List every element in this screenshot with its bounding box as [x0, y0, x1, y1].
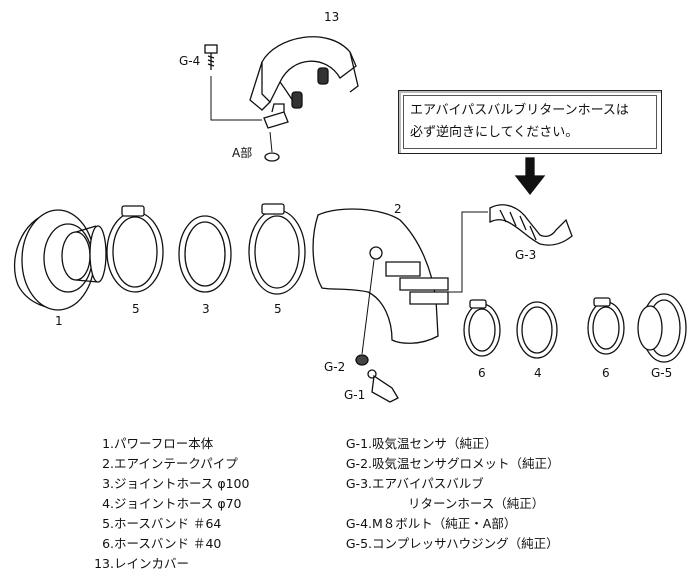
legend-item: G-2.吸気温センサグロメット（純正）: [345, 456, 560, 471]
label-a-part: A部: [232, 146, 253, 160]
reverse-direction-note: エアバイパスバルブリターンホースは 必ず逆向きにしてください。: [398, 90, 662, 154]
label-g5: G-5: [651, 366, 673, 380]
note-line-2: 必ず逆向きにしてください。: [410, 125, 579, 140]
note-line-1: エアバイパスバルブリターンホースは: [410, 103, 629, 118]
legend-right: G-1.吸気温センサ（純正） G-2.吸気温センサグロメット（純正） G-3.エ…: [338, 434, 560, 554]
rain-cover-part-13: [249, 36, 359, 129]
hose-band-part-6a: [463, 299, 501, 357]
label-5a: 5: [132, 302, 140, 316]
legend-item: G-3.エアバイパスバルブ: [345, 476, 484, 491]
bolt-g4: [204, 44, 262, 121]
parts-diagram: [14, 36, 687, 403]
label-4: 4: [534, 366, 542, 380]
joint-hose-part-3: [178, 215, 232, 293]
legend-item: 1.パワーフロー本体: [102, 436, 214, 451]
hose-band-part-5b: [248, 203, 306, 295]
legend-item: 4.ジョイントホース φ70: [102, 496, 242, 511]
legend-item: 2.エアインテークパイプ: [102, 456, 238, 471]
direction-arrow: [514, 157, 546, 196]
note-inner-frame: エアバイパスバルブリターンホースは 必ず逆向きにしてください。: [403, 95, 657, 149]
label-2: 2: [394, 202, 402, 216]
label-5b: 5: [274, 302, 282, 316]
legend-item: 6.ホースバンド ＃40: [102, 536, 222, 551]
legend-item: 3.ジョイントホース φ100: [102, 476, 250, 491]
legend-left: 1.パワーフロー本体 2.エアインテークパイプ 3.ジョイントホース φ100 …: [92, 434, 249, 574]
label-3: 3: [202, 302, 210, 316]
intake-temp-sensor-g1: [367, 369, 399, 403]
hose-band-part-6b: [587, 297, 625, 355]
legend-item: G-4.M８ボルト（純正・A部）: [345, 516, 517, 531]
hose-band-part-5a: [106, 205, 164, 293]
label-g3: G-3: [515, 248, 537, 262]
legend-item: G-1.吸気温センサ（純正）: [345, 436, 498, 451]
label-1: 1: [55, 314, 63, 328]
legend-item: 13.レインカバー: [94, 556, 190, 571]
legend-item: リターンホース（純正）: [408, 496, 545, 511]
label-6b: 6: [602, 366, 610, 380]
compressor-housing-g5: [637, 293, 687, 363]
legend-item: 5.ホースバンド ＃64: [102, 516, 222, 531]
label-6a: 6: [478, 366, 486, 380]
label-g1: G-1: [344, 388, 366, 402]
bypass-return-hose-g3: [448, 204, 573, 293]
air-intake-pipe-part-2: [312, 208, 449, 344]
sensor-grommet-g2: [355, 259, 375, 366]
label-g2: G-2: [324, 360, 346, 374]
powerflow-body-part-1: [14, 209, 107, 311]
legend-item: G-5.コンプレッサハウジング（純正）: [345, 536, 559, 551]
label-g4: G-4: [179, 54, 201, 68]
joint-hose-part-4: [516, 301, 558, 359]
washer-a-part: [264, 152, 280, 162]
label-13: 13: [324, 10, 340, 24]
